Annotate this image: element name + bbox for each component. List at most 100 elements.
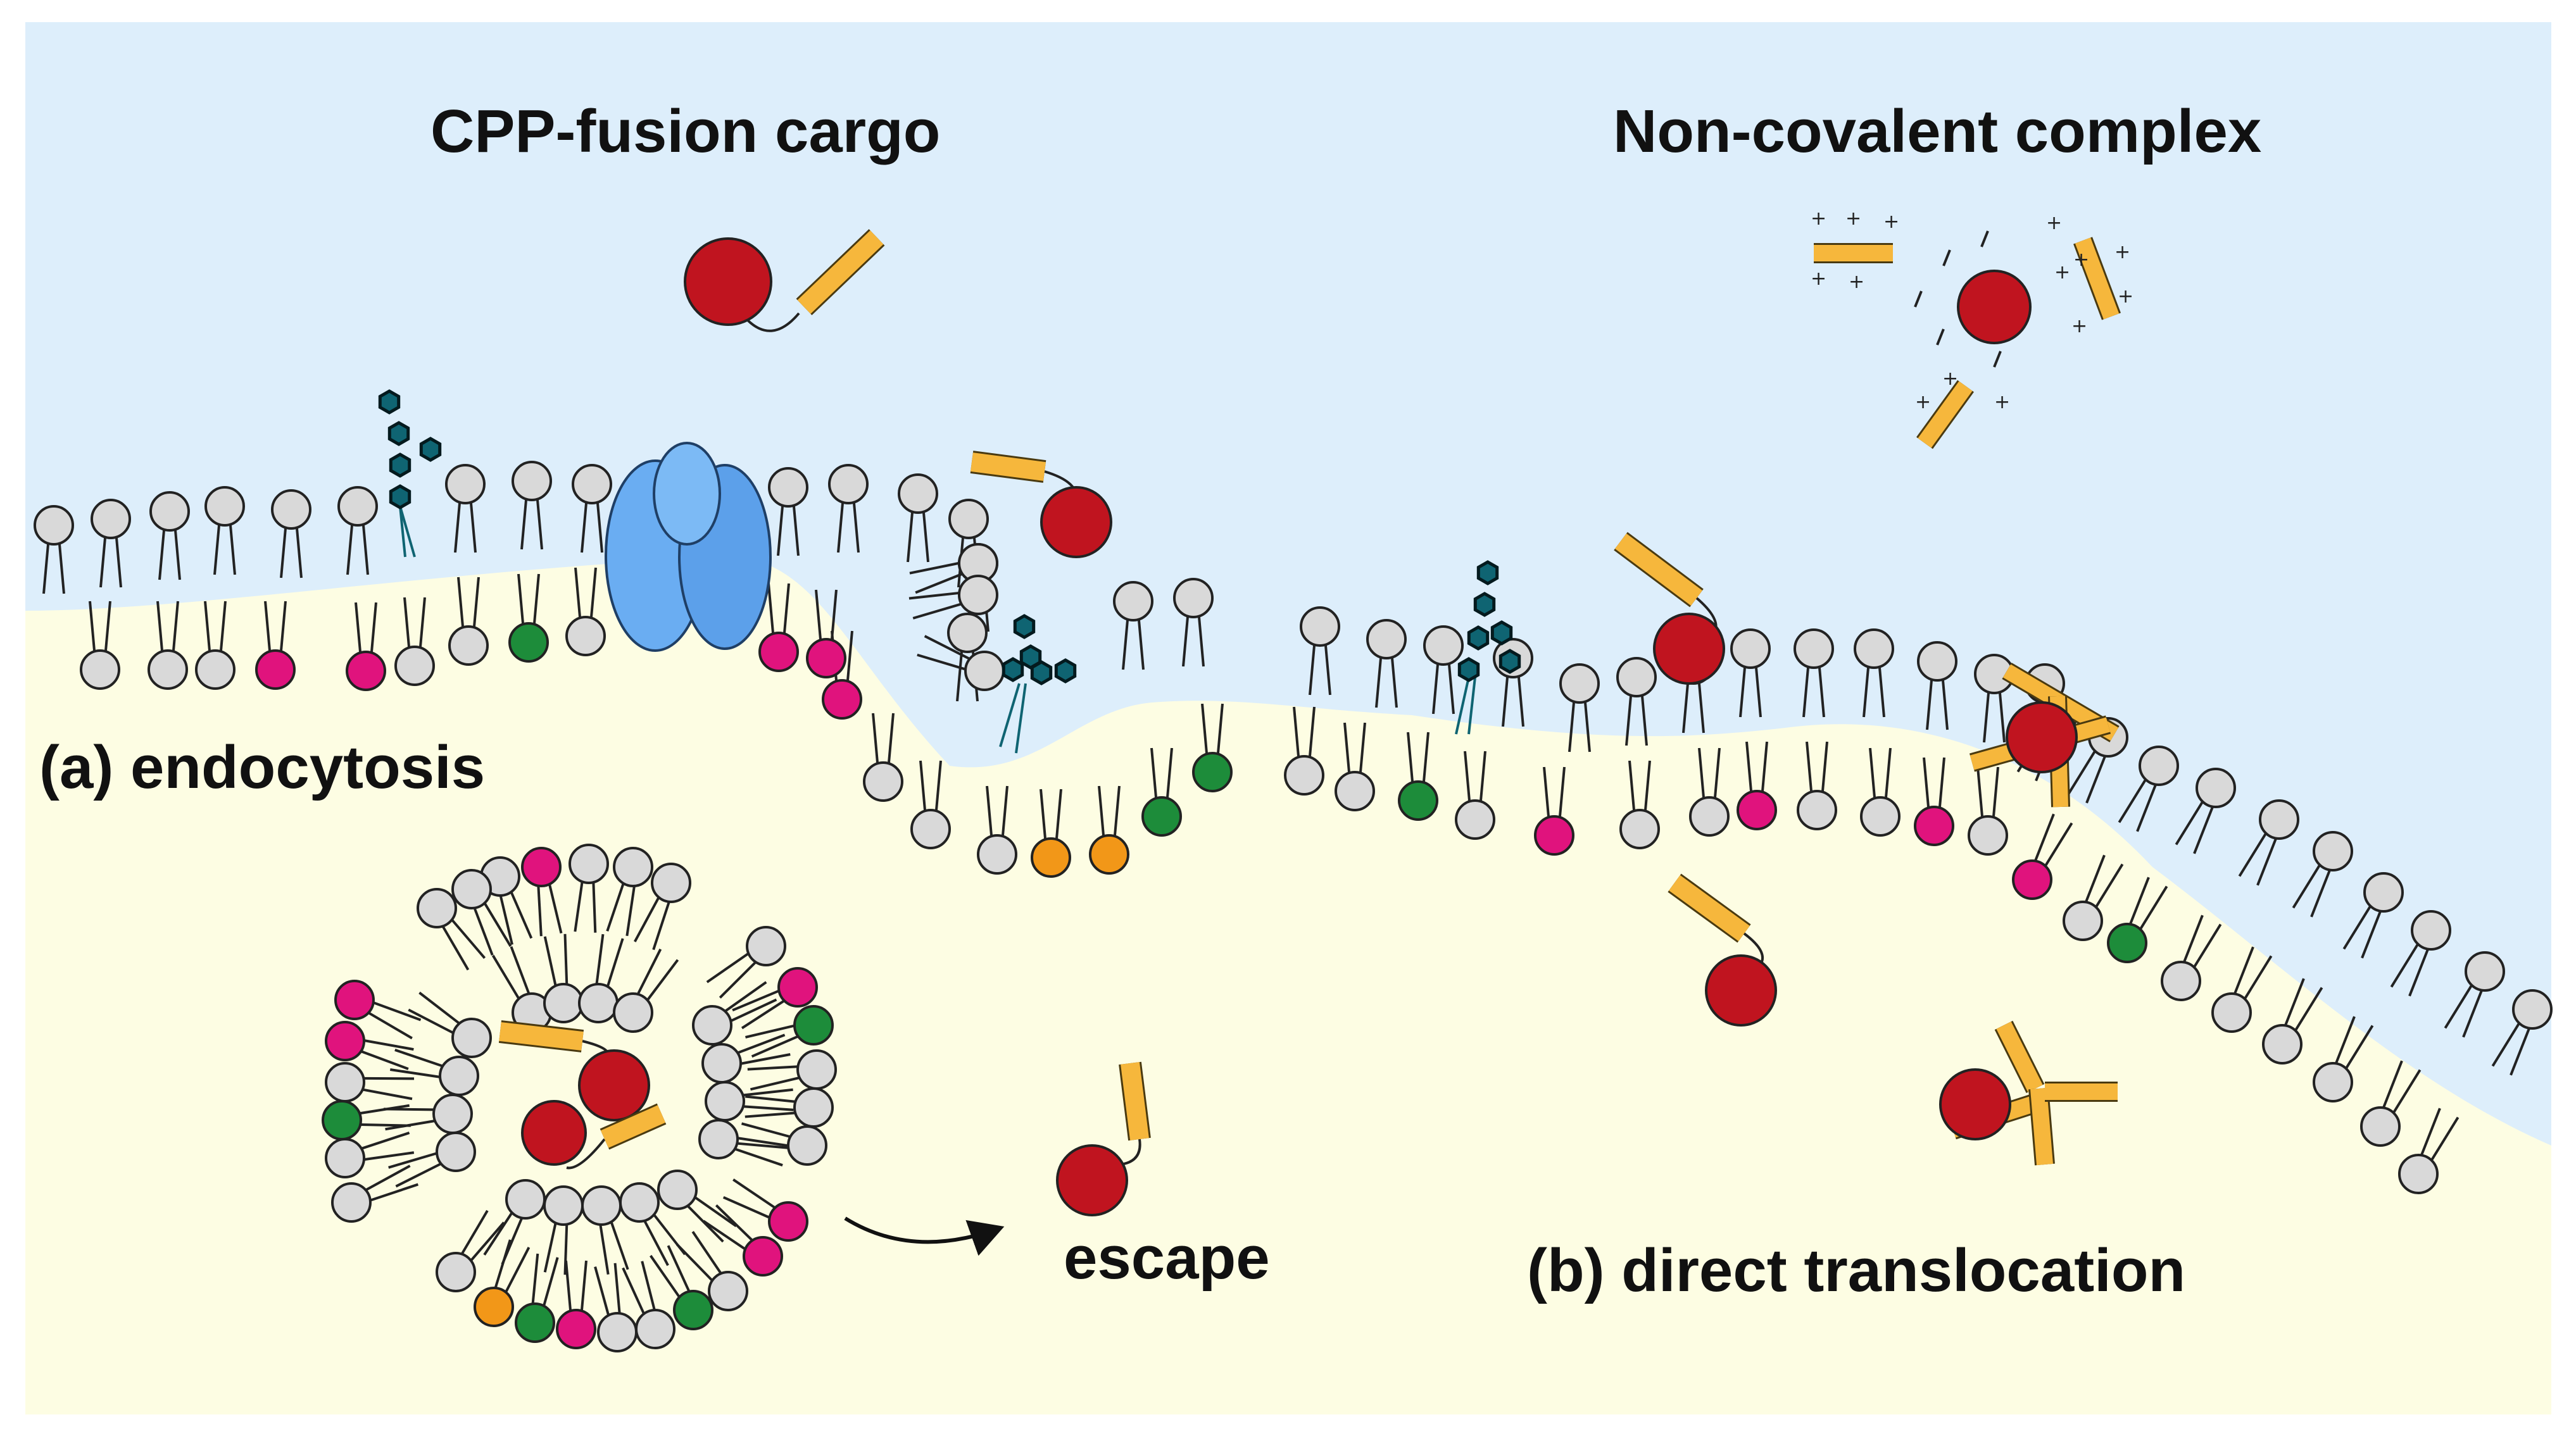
lipid-tail [732,990,784,1030]
lipid-tail [1375,658,1398,708]
lipid-tail [2292,865,2331,918]
lipid-tail [743,1088,794,1111]
svg-text:+: + [1915,391,1931,413]
cargo-icon [970,451,1112,558]
lipid-head [2262,1024,2303,1065]
lipid-tail [2390,944,2429,997]
lipid-head [439,1056,479,1096]
lipid-tail [531,1253,559,1306]
lipid-tail [156,601,179,651]
lipid-tail [1432,664,1455,715]
lipid-tail [745,1095,795,1118]
lipid-tail [280,528,303,578]
glycan-icon [999,614,1077,754]
lipid-tail [361,1039,414,1070]
lipid-head [1192,752,1233,792]
lipid-tail [355,602,377,652]
lipid-head [2063,901,2103,941]
lipid-tail [368,1001,422,1040]
lipid-head [394,646,435,686]
lipid-head [2512,989,2553,1030]
cargos [498,228,2121,1216]
lipid-tail [346,525,369,575]
lipid-head [2259,799,2299,840]
lipid-head [698,1119,739,1159]
lipid-head [1335,771,1375,811]
lipid-tail [643,1214,686,1266]
lipid-tail [361,1132,415,1161]
complex-icon [1939,1020,2118,1166]
lipid-head [515,1302,555,1343]
lipid-head [910,809,951,849]
lipid-head [1794,628,1834,669]
lipid-head [1300,606,1340,647]
lipid-head [1616,657,1657,697]
lipid-tail [1407,732,1429,782]
lipid-tail [474,903,512,956]
escape-arrow-icon [844,1216,1005,1256]
lipid-tail [2335,1016,2374,1069]
lipid-head [417,888,457,928]
lipid-head [2313,1062,2353,1102]
lipid-head [1730,628,1771,669]
lipid-head [505,1179,546,1220]
lipid-tail [1739,667,1762,718]
glycan-icon [378,389,442,558]
lipid-head [692,1005,732,1046]
lipid-tail [1625,696,1648,746]
lipid-tail [1926,680,1949,730]
lipid-tail [594,1263,621,1315]
lipid-head [806,638,846,678]
svg-text:+: + [2118,285,2133,308]
lipid-tail [908,592,961,620]
lipid-head [619,1182,660,1223]
lipid-head [2196,768,2236,808]
lipid-head [657,1170,698,1210]
charge-marks: +++ ++ +++ +++ +++ [1811,208,2133,413]
lipid-head [1534,815,1574,856]
lipid-tail [1745,741,1768,792]
lipid-head [325,1021,365,1061]
lipid-tail [2382,1060,2422,1113]
lipid-tail [158,530,181,580]
lipid-tails [42,499,2530,1315]
lipid-tail [599,1222,629,1275]
lipid-tail [2234,946,2273,999]
lipid-head [777,967,818,1008]
lipid-tail [1150,747,1173,798]
lipid-tail [606,883,636,937]
svg-text:+: + [1811,208,1826,230]
lipid-head [255,649,296,690]
lipid-tail [574,882,597,933]
lipid-tail [703,1204,753,1250]
lipid-head [793,1087,834,1128]
lipid-tail [204,601,227,651]
lipid-tail [1568,702,1591,752]
lipid-head [2012,859,2052,900]
label-escape: escape [1064,1224,1270,1292]
lipid-tail [483,1213,523,1265]
svg-text:+: + [2071,315,2087,337]
lipid-head [34,505,74,546]
lipid-tail [909,562,962,594]
lipid-head [1854,628,1894,669]
lipid-head [2465,951,2505,992]
lipid-head [322,1100,362,1140]
lipid-head [2363,872,2404,913]
lipid-tail [622,1261,656,1314]
svg-text:+: + [2046,212,2062,234]
lipid-tail [408,991,460,1034]
lipid-head [758,632,799,672]
lipid-head [651,863,691,903]
lipid-tail [725,981,777,1022]
lipid-tail [2067,751,2106,804]
lipid-tail [1098,785,1121,836]
lipid-head [578,983,619,1023]
lipid-tail [738,1122,790,1149]
lipid-tail [2238,833,2277,886]
lipid-tail [213,525,236,575]
lipid-tail [517,573,540,624]
label-direct-translocation: (b) direct translocation [1527,1237,2185,1304]
lipid-tail [1464,751,1486,801]
lipid-head [436,1132,476,1172]
